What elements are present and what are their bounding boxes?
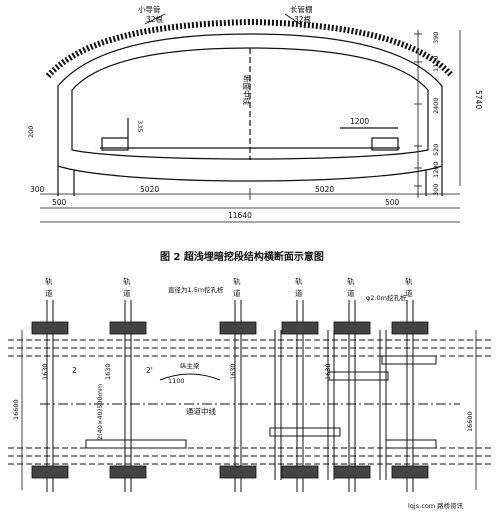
note-pile-1-5m: 直径为1.5m挖孔桩 [168, 285, 224, 294]
right-dim-label: 1200 [432, 161, 440, 178]
sleeper-blocks [31, 321, 429, 479]
dim-1630-d: 1630 [324, 363, 332, 380]
track-label-char: 轨 [347, 276, 355, 286]
long-pipe-label: 长管棚 [290, 4, 313, 14]
right-dim-label: 520 [432, 144, 440, 156]
right-dim-label: 2400 [432, 97, 440, 114]
sleeper-block [31, 465, 69, 479]
dim-left-500: 500 [52, 198, 67, 207]
sleeper-block [281, 321, 319, 335]
inner-lining [71, 47, 429, 160]
long-pipe-count: 32根 [294, 14, 312, 24]
plan-view [8, 330, 492, 490]
right-vertical-dims: 390 1120 2400 520 1200 300 [414, 32, 440, 196]
track-label-char: 道 [123, 288, 131, 298]
sleeper-block [109, 465, 147, 479]
left-pedestal [101, 137, 129, 151]
longitudinal-beam-right-lower [385, 439, 437, 449]
long-pipe-leader [284, 13, 301, 25]
tunnel-section [40, 13, 461, 223]
small-pipe-leader [144, 13, 166, 25]
center-line-label: 断面中线 [242, 75, 252, 105]
pipe-roof-texture [45, 18, 455, 79]
dim-span-left: 5020 [140, 185, 159, 194]
label-longitudinal-beam: 纵主梁 [180, 361, 200, 370]
label-2-prime: 2' [146, 366, 153, 375]
dim-span-right: 5020 [315, 185, 334, 194]
dim-16600-left: 16600 [12, 399, 20, 420]
track-label-char: 轨 [295, 276, 303, 286]
dim-detail: 2(40×40)500mm [96, 384, 104, 440]
figure-caption: 图 2 超浅埋暗挖段结构横断面示意图 [160, 250, 324, 263]
sleeper-block [391, 321, 429, 335]
passage-center-label: 通道中线 [186, 406, 216, 416]
sleeper-block [109, 321, 147, 335]
track-label-char: 道 [233, 288, 241, 298]
label-2: 2 [72, 366, 77, 375]
watermark: lqjs.com 路桥资讯 [408, 501, 464, 510]
dim-left-300: 300 [30, 185, 45, 194]
longitudinal-beam-right-top [381, 355, 437, 365]
small-pipe-count: 32根 [146, 14, 164, 24]
dim-200: 200 [27, 126, 35, 138]
dim-1630-b: 1630 [104, 363, 112, 380]
note-pile-2m: φ2.0m挖孔桩 [366, 293, 407, 302]
right-pedestal [371, 137, 399, 151]
sleeper-block [333, 321, 371, 335]
sleeper-block [333, 465, 371, 479]
dim-1200: 1200 [350, 117, 369, 126]
right-dim-label: 390 [432, 32, 440, 44]
dim-total-width: 11640 [228, 211, 252, 220]
small-pipe-label: 小导管 [138, 4, 161, 14]
dim-1100: 1100 [168, 377, 185, 385]
dim-335: 335 [136, 120, 144, 132]
outer-lining [57, 33, 443, 182]
track-label-char: 道 [45, 288, 53, 298]
right-dim-label: 300 [432, 184, 440, 196]
dim-1630-c: 1630 [229, 363, 237, 380]
beam-arrow [159, 373, 221, 381]
sleeper-block [281, 465, 319, 479]
track-label-char: 轨 [405, 276, 413, 286]
dim-16600-right: 16600 [466, 411, 474, 432]
sleeper-block [391, 465, 429, 479]
longitudinal-beam-right-upper [327, 371, 389, 381]
track-label-char: 轨 [233, 276, 241, 286]
sleeper-block [219, 465, 257, 479]
track-label-char: 轨 [123, 276, 131, 286]
dim-height-total: 5740 [474, 90, 483, 109]
longitudinal-beam-left [85, 439, 187, 449]
sleeper-block [219, 321, 257, 335]
longitudinal-beam-mid [269, 427, 341, 437]
right-dim-label: 1120 [432, 55, 440, 72]
track-label-char: 道 [347, 288, 355, 298]
track-label-char: 道 [405, 288, 413, 298]
dim-right-500: 500 [385, 198, 400, 207]
sleeper-block [31, 321, 69, 335]
dim-1630-a: 1630 [41, 363, 49, 380]
track-label-char: 道 [295, 288, 303, 298]
track-label-char: 轨 [45, 276, 53, 286]
